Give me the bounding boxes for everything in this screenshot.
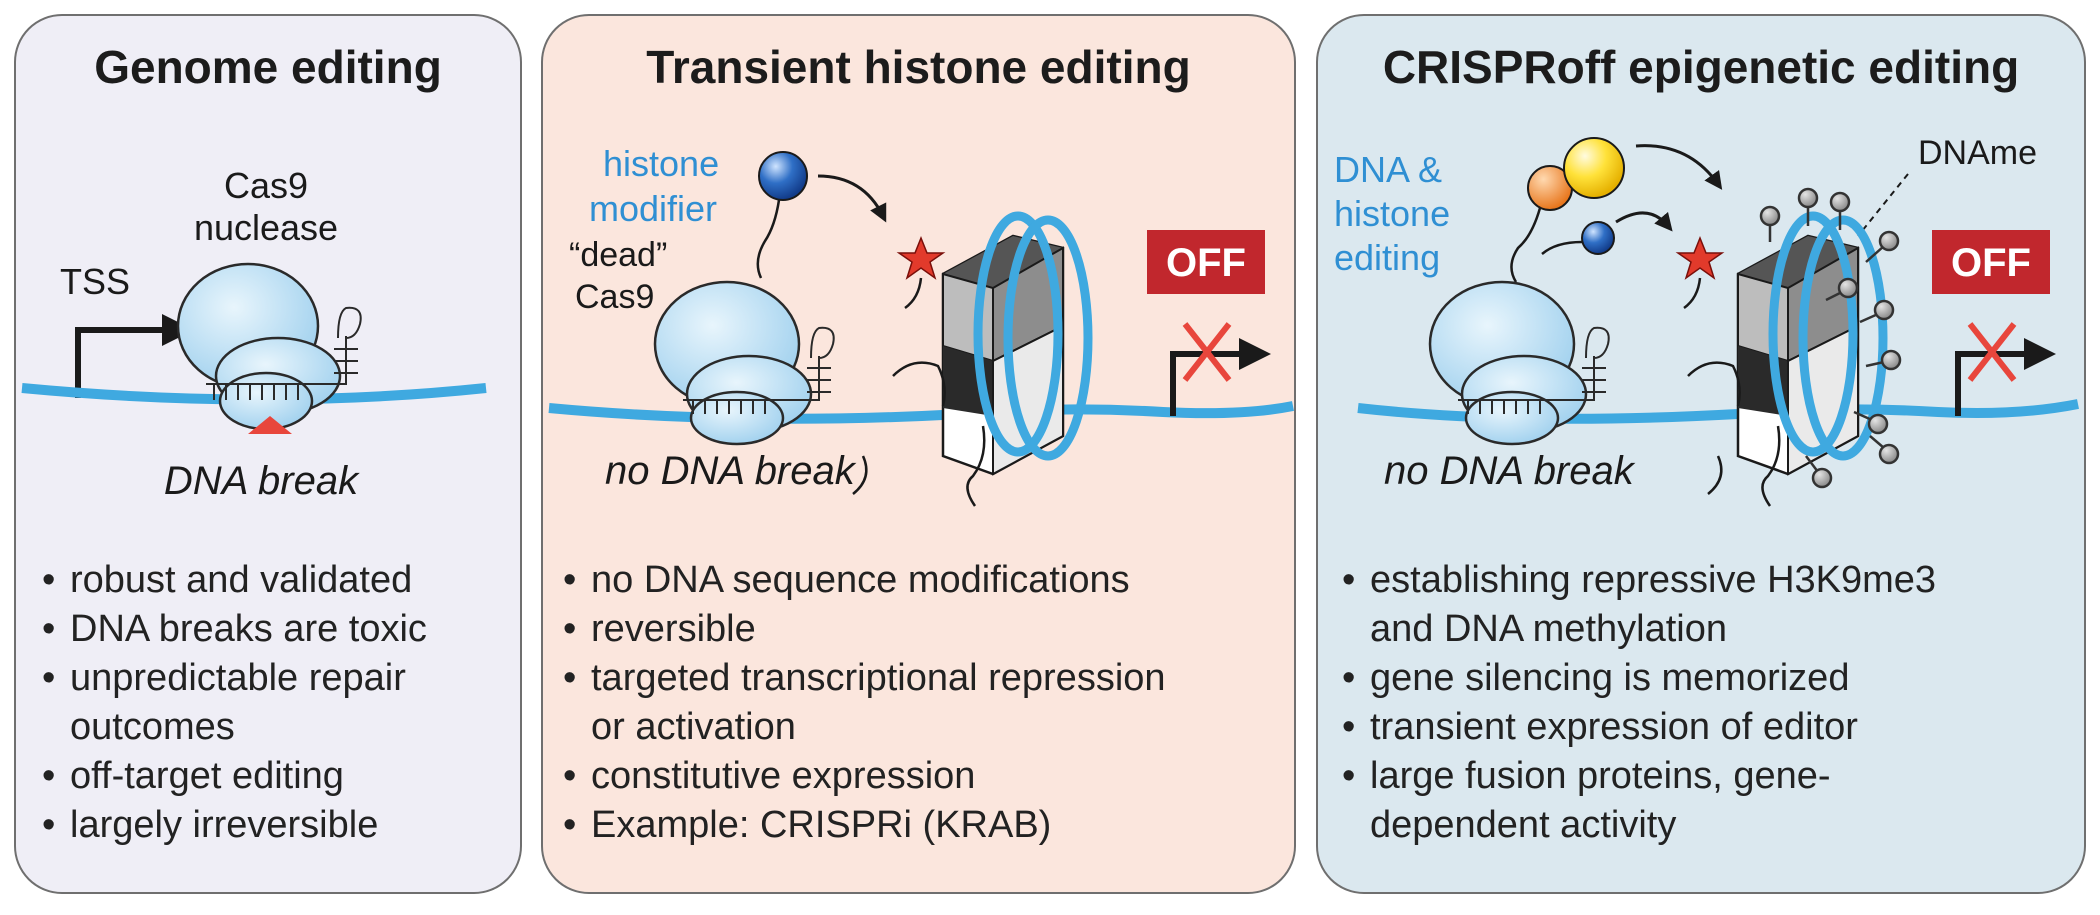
crisproff-panel: CRISPRoff epigenetic editing DNA & histo… [1316, 14, 2086, 894]
red-star-icon [1675, 235, 1725, 280]
panel-title: CRISPRoff epigenetic editing [1382, 41, 2020, 93]
off-label: OFF [1951, 241, 2031, 285]
list-item: gene silencing is memorized [1342, 654, 1936, 703]
off-badge-icon: OFF [1932, 230, 2050, 294]
list-item: large fusion proteins, gene- [1342, 752, 1936, 801]
list-item: Example: CRISPRi (KRAB) [563, 801, 1166, 850]
editing-label-2: histone [1334, 193, 1450, 234]
list-item: transient expression of editor [1342, 703, 1936, 752]
dna-methylation-icon [1759, 187, 1902, 489]
enzyme-label: Cas9 [224, 165, 308, 206]
tss-label: TSS [60, 261, 130, 302]
dead-cas9-label-2: Cas9 [575, 278, 654, 316]
dna-break-icon [248, 416, 292, 434]
list-item: constitutive expression [563, 752, 1166, 801]
list-item: no DNA sequence modifications [563, 556, 1166, 605]
list-item: unpredictable repair [42, 654, 427, 703]
list-item: establishing repressive H3K9me3 [1342, 556, 1936, 605]
caption: DNA break [164, 459, 360, 503]
editing-label: DNA & [1334, 149, 1442, 190]
panel-title: Genome editing [94, 41, 442, 93]
modifier-label-2: modifier [589, 188, 717, 229]
dname-label: DNAme [1918, 134, 2037, 172]
dna-strand [548, 401, 1294, 424]
list-item: targeted transcriptional repression [563, 654, 1166, 703]
guide-rna-icon [206, 306, 362, 400]
red-star-icon [896, 235, 946, 280]
histone-editing-illustration: histone modifier “dead” Cas9 [548, 143, 1294, 507]
bullet-list: robust and validated DNA breaks are toxi… [42, 556, 427, 850]
enzyme-label-2: nuclease [194, 207, 338, 248]
list-item-continued: dependent activity [1370, 804, 1677, 846]
cas9-protein-icon [1428, 280, 1588, 446]
list-item: DNA breaks are toxic [42, 605, 427, 654]
list-item-continued: or activation [591, 706, 796, 748]
krab-effector-icon [1581, 221, 1615, 255]
histone-modifier-icon [758, 151, 808, 201]
bullet-list: establishing repressive H3K9me3 and DNA … [1342, 556, 1936, 850]
blocked-transcription-icon [1170, 322, 1271, 416]
nucleosome-icon [852, 211, 1093, 507]
genome-editing-panel: Genome editing Cas9 nuclease TSS DNA bre… [14, 14, 522, 894]
nucleosome-icon [1687, 211, 1888, 507]
editing-label-3: editing [1334, 237, 1440, 278]
dnmt3l-effector-icon [1563, 137, 1625, 199]
modifier-label: histone [603, 143, 719, 184]
genome-editing-illustration: Cas9 nuclease TSS DNA break [21, 165, 487, 503]
guide-rna-icon [1458, 326, 1610, 414]
list-item: largely irreversible [42, 801, 427, 850]
blocked-transcription-icon [1955, 322, 2056, 416]
caption: no DNA break [605, 449, 857, 493]
panel-title: Transient histone editing [646, 41, 1191, 93]
list-item-continued: outcomes [70, 706, 235, 748]
bullet-list: no DNA sequence modifications reversible… [563, 556, 1166, 850]
crisproff-illustration: DNA & histone editing DNAme [1334, 134, 2079, 507]
caption: no DNA break [1384, 449, 1636, 493]
tss-arrow-icon [75, 314, 194, 398]
dead-cas9-label: “dead” [569, 236, 667, 274]
histone-editing-panel: Transient histone editing histone modifi… [541, 14, 1296, 894]
list-item-continued: and DNA methylation [1370, 608, 1727, 650]
list-item: robust and validated [42, 556, 427, 605]
cas9-protein-icon [176, 262, 342, 431]
guide-rna-icon [683, 326, 835, 414]
off-label: OFF [1166, 241, 1246, 285]
list-item: reversible [563, 605, 1166, 654]
off-badge-icon: OFF [1147, 230, 1265, 294]
list-item: off-target editing [42, 752, 427, 801]
